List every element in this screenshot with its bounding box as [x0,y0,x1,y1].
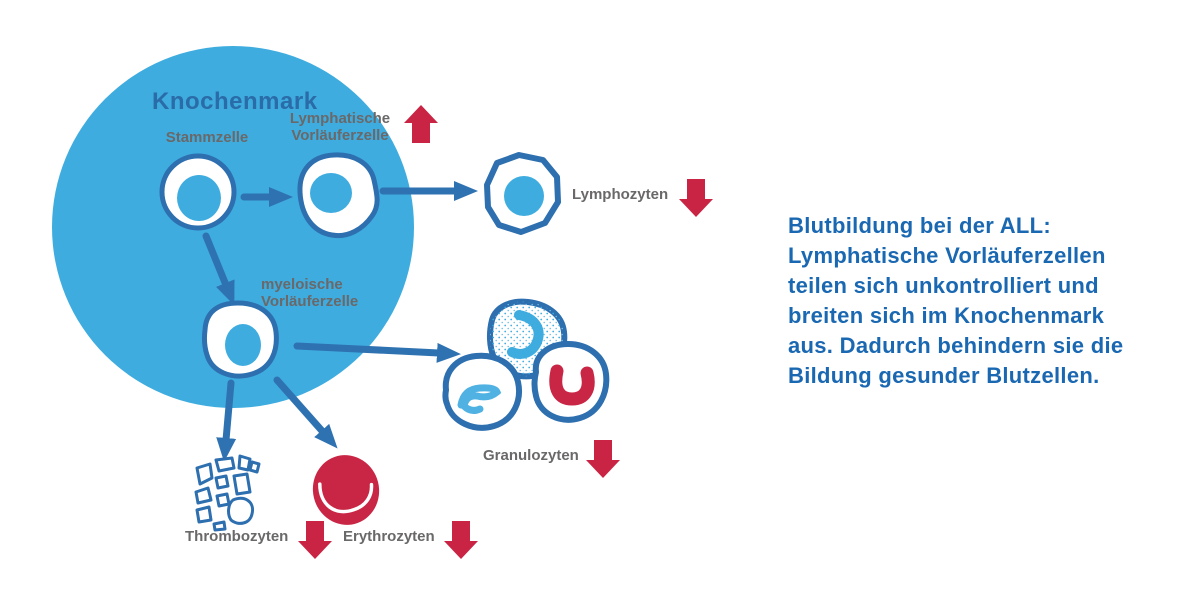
stem-cell [159,153,237,231]
arrow-myeloid-to-erythrocytes [273,376,338,449]
flow-arrows [202,181,478,462]
thrombocytes-label: Thrombozyten [185,528,289,545]
lymphocyte-cell [484,152,561,235]
decrease-arrow-icon-erythrozyten [444,521,478,559]
arrow-myeloid-to-granulocytes [293,342,461,363]
granulocyte-red-nucleus [531,341,610,423]
granulocyte-segmented [442,352,522,431]
granulocyte-cells [442,298,610,431]
myeloid-precursor-cell [201,300,279,379]
decrease-arrow-icon-granulozyten [586,440,620,478]
thrombocyte-cells [194,454,261,532]
arrow-stemcell-to-myeloid-precursor [202,232,235,306]
caption-text: Blutbildung bei der ALL: Lymphatische Vo… [788,213,1124,388]
erythrocytes-label: Erythrozyten [343,528,435,545]
myeloid-precursor-label: myeloische Vorläuferzelle [261,276,359,310]
lymphatic-precursor-label: Lymphatische Vorläuferzelle [289,110,391,144]
granulocytes-label: Granulozyten [483,447,579,464]
bone-marrow-title: Knochenmark [152,88,318,115]
decrease-arrow-icon-thrombozyten [298,521,332,559]
stem-cell-label: Stammzelle [165,129,249,146]
bone-marrow-circle [52,46,414,408]
decrease-arrow-icon-lymphozyten [679,179,713,217]
lymphocytes-label: Lymphozyten [572,186,669,203]
arrow-myeloid-to-thrombocytes [216,379,237,462]
lymphatic-precursor-cell [297,152,380,239]
erythrocyte-cell [312,455,380,525]
